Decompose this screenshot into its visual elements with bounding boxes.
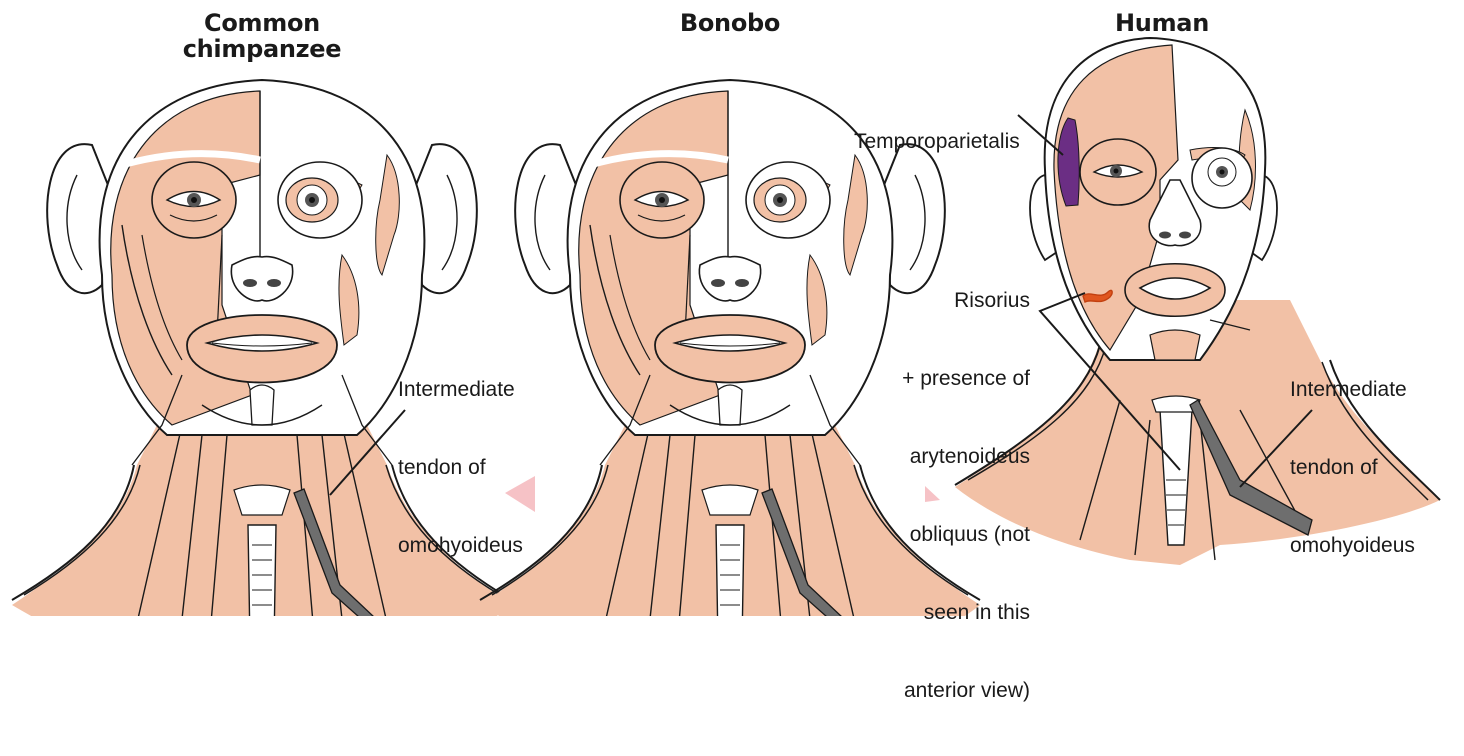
chimp-omohyoideus-line2: tendon of	[398, 456, 486, 479]
risorius-line4: obliquus (not	[909, 523, 1030, 546]
bonobo-pink-edge-left	[505, 476, 535, 512]
panel-title-chimpanzee: Common chimpanzee	[162, 10, 362, 62]
risorius-line3: arytenoideus	[909, 445, 1030, 468]
human-omohyoideus-line3: omohyoideus	[1290, 534, 1415, 557]
human-head-illustration	[954, 36, 1441, 565]
risorius-leader-line	[1038, 292, 1181, 471]
bonobo-pink-edge-right	[925, 486, 940, 502]
risorius-muscle-highlight	[1082, 289, 1113, 304]
anatomy-illustrations	[0, 36, 1441, 616]
risorius-line2: + presence of	[902, 367, 1030, 390]
risorius-line5: seen in this	[923, 601, 1030, 624]
panel-title-chimpanzee-line2: chimpanzee	[182, 35, 342, 63]
human-omohyoideus-line1: Intermediate	[1290, 378, 1407, 401]
human-omohyoideus-leader-line	[1239, 409, 1313, 488]
primate-facial-muscle-figure: Common chimpanzee Bonobo Human Intermedi…	[0, 10, 1441, 702]
chimp-omohyoideus-leader-line	[329, 409, 406, 496]
temporoparietalis-label: Temporoparietalis	[854, 77, 1020, 207]
temporoparietalis-label-text: Temporoparietalis	[854, 130, 1020, 153]
temporoparietalis-muscle-highlight	[1057, 117, 1080, 207]
panel-title-human-text: Human	[1115, 9, 1209, 37]
risorius-label: Risorius + presence of arytenoideus obli…	[860, 236, 1030, 756]
chimp-omohyoideus-label: Intermediate tendon of omohyoideus	[398, 325, 523, 611]
panel-title-chimpanzee-line1: Common	[204, 9, 320, 37]
risorius-line6: anterior view)	[903, 679, 1030, 702]
panel-title-bonobo: Bonobo	[630, 10, 830, 36]
human-omohyoideus-line2: tendon of	[1290, 456, 1378, 479]
chimp-omohyoideus-line1: Intermediate	[398, 378, 515, 401]
panel-title-bonobo-text: Bonobo	[679, 9, 781, 37]
risorius-line1: Risorius	[954, 289, 1030, 312]
human-omohyoideus-label: Intermediate tendon of omohyoideus	[1290, 325, 1415, 611]
temporoparietalis-leader-line	[1017, 114, 1064, 156]
panel-title-human: Human	[1062, 10, 1262, 36]
chimp-omohyoideus-line3: omohyoideus	[398, 534, 523, 557]
